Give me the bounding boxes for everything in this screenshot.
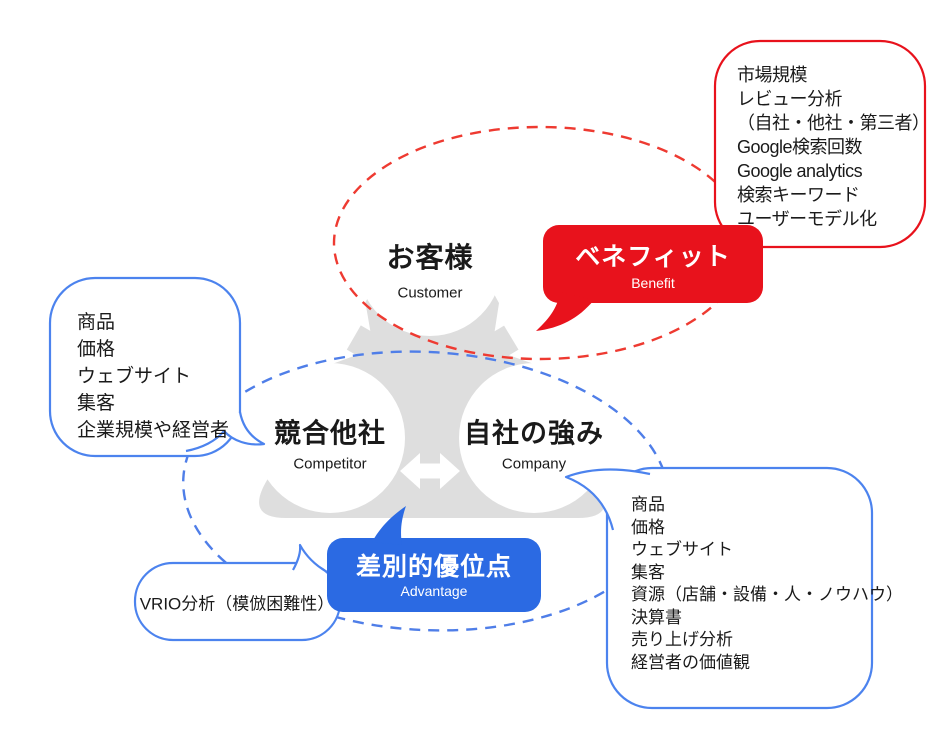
advantage-label: 差別的優位点	[355, 553, 513, 581]
vrio-bubble-tail	[292, 543, 328, 573]
benefit-sublabel: Benefit	[631, 275, 675, 291]
advantage-sublabel: Advantage	[400, 583, 468, 599]
competitor-circle	[255, 363, 405, 513]
company-items-bubble-tail	[564, 468, 651, 531]
company-label: 自社の強み	[464, 418, 604, 449]
customer-items-bubble	[713, 39, 927, 249]
company-items-list: 商品 価格 ウェブサイト 集客 資源（店舗・設備・人・ノウハウ） 決算書 売り上…	[631, 495, 903, 672]
arrow-customer-company	[494, 300, 544, 366]
benefit-callout-tail	[536, 292, 594, 331]
competitor-sublabel: Competitor	[293, 455, 367, 473]
advantage-callout	[327, 538, 541, 612]
competitor-items-list: 商品 価格 ウェブサイト 集客 企業規模や経営者	[77, 312, 230, 441]
vrio-note: VRIO分析（模倣困難性）	[139, 594, 335, 614]
arrow-customer-competitor	[321, 300, 371, 366]
arrow-competitor-company	[400, 453, 460, 489]
benefit-label: ベネフィット	[575, 243, 731, 271]
advantage-callout-tail	[372, 506, 406, 545]
company-items-bubble	[605, 466, 874, 710]
benefit-callout	[543, 225, 763, 303]
company-sublabel: Company	[501, 455, 567, 473]
competitor-items-bubble-tail	[185, 411, 266, 453]
customer-label: お客様	[386, 242, 474, 273]
customer-circle	[358, 192, 502, 336]
customer-sublabel: Customer	[397, 284, 463, 302]
customer-items-list: 市場規模 レビュー分析 （自社・他社・第三者） Google検索回数 Googl…	[737, 65, 930, 229]
competitor-label: 競合他社	[274, 418, 386, 449]
competitor-items-bubble	[48, 276, 242, 458]
